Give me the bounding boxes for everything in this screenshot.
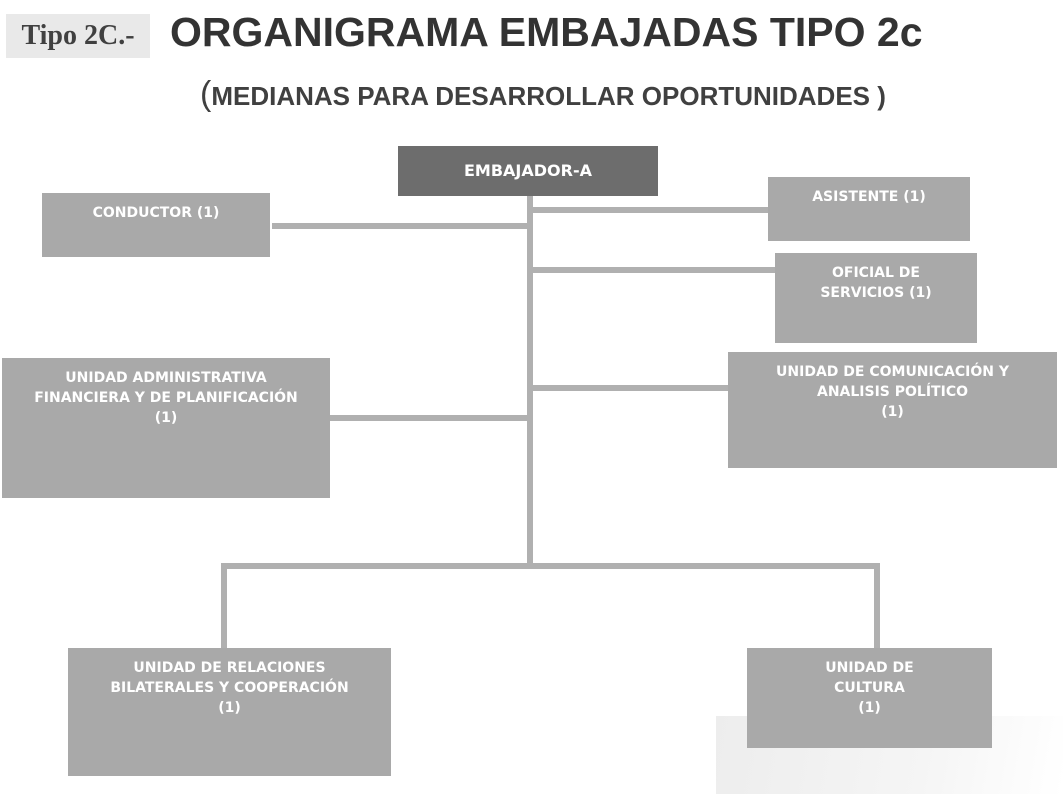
node-oficial-line-2: SERVICIOS (1)	[820, 285, 932, 301]
node-relaciones-line-3: (1)	[218, 700, 241, 716]
node-unidad-administrativa: UNIDAD ADMINISTRATIVA FINANCIERA Y DE PL…	[2, 358, 330, 498]
node-oficial-line-1: OFICIAL DE	[832, 265, 920, 281]
node-cultura-line-3: (1)	[858, 700, 881, 716]
subtitle-text: MEDIANAS PARA DESARROLLAR OPORTUNIDADES …	[211, 81, 886, 111]
node-admin-line-3: (1)	[154, 410, 178, 426]
node-cultura-line-2: CULTURA	[834, 680, 905, 696]
node-asistente: ASISTENTE (1)	[768, 177, 970, 241]
node-unidad-relaciones: UNIDAD DE RELACIONES BILATERALES Y COOPE…	[68, 648, 391, 776]
node-admin-line-1: UNIDAD ADMINISTRATIVA	[65, 370, 267, 386]
node-conductor-line-1: CONDUCTOR (1)	[92, 205, 220, 221]
node-relaciones-line-1: UNIDAD DE RELACIONES	[133, 660, 326, 676]
node-embajador-line-1: EMBAJADOR-A	[464, 161, 592, 180]
node-cultura-line-1: UNIDAD DE	[825, 660, 914, 676]
node-comunicacion-line-2: ANALISIS POLÍTICO	[817, 384, 968, 400]
subtitle-open-paren: (	[200, 75, 212, 113]
node-comunicacion-line-3: (1)	[881, 404, 904, 420]
node-comunicacion-line-1: UNIDAD DE COMUNICACIÓN Y	[776, 364, 1009, 380]
node-conductor: CONDUCTOR (1)	[42, 193, 270, 257]
node-unidad-cultura: UNIDAD DE CULTURA (1)	[747, 648, 992, 748]
page-title: ORGANIGRAMA EMBAJADAS TIPO 2c	[170, 9, 923, 55]
diagram-type-tag: Tipo 2C.-	[6, 14, 150, 58]
node-admin-line-2: FINANCIERA Y DE PLANIFICACIÓN	[34, 390, 298, 406]
node-relaciones-line-2: BILATERALES Y COOPERACIÓN	[110, 680, 349, 696]
node-asistente-line-1: ASISTENTE (1)	[812, 189, 926, 205]
node-oficial-servicios: OFICIAL DE SERVICIOS (1)	[775, 253, 977, 343]
node-embajador: EMBAJADOR-A	[398, 146, 658, 196]
page-subtitle: (MEDIANAS PARA DESARROLLAR OPORTUNIDADES…	[200, 72, 900, 116]
node-unidad-comunicacion: UNIDAD DE COMUNICACIÓN Y ANALISIS POLÍTI…	[728, 352, 1057, 468]
